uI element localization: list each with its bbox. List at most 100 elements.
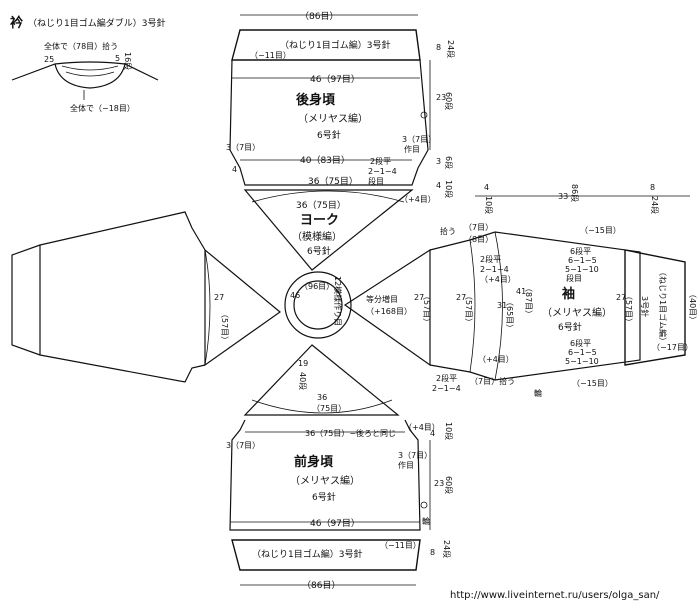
- front-width-bottom: （86目）: [302, 580, 340, 591]
- front-side-60: 60段: [444, 476, 454, 494]
- back-rib-8: 8: [436, 43, 441, 52]
- left-sleeve-seam: [204, 249, 211, 366]
- sleeve-cuff-27: 27: [616, 293, 626, 302]
- back-right-make: 作目: [404, 144, 420, 154]
- left-sleeve-section: [11, 211, 211, 383]
- front-title: 前身頃: [294, 454, 334, 470]
- sleeve-inc-top-2: 6−1−5: [568, 256, 597, 265]
- back-dim-3: 3: [436, 157, 441, 166]
- front-dim-4: 4: [430, 429, 435, 438]
- sleeve-rule-a3: （+4目）: [480, 275, 516, 284]
- collar-band-inner-2: [65, 71, 115, 77]
- sleeve-top-86: 86段: [570, 184, 580, 202]
- front-ring: 輪: [422, 516, 430, 526]
- front-dec-label: （−11目）: [380, 541, 421, 550]
- yoke-neck-inner: [293, 280, 343, 330]
- back-left-4: 4: [232, 165, 237, 174]
- front-needle: 6号針: [312, 491, 336, 503]
- sleeve-ring: 輪: [534, 388, 542, 398]
- yoke-section: 36（75目） ヨーク （模様編） 6号針 27 （57目） 等分増目 （+16…: [204, 189, 431, 416]
- back-body-section: （86目） （ねじり1目ゴム編）3号針 （−11目） 8 24段 46（97目）…: [226, 11, 456, 204]
- sleeve-inc-top-1: 6段平: [570, 246, 591, 256]
- sleeve-rule-b1: 2段平: [436, 373, 457, 383]
- collar-band-inner: [61, 65, 119, 71]
- front-marker: [420, 501, 428, 509]
- back-width-40: 40（83目）: [300, 155, 350, 166]
- front-left-3: 3（7目）: [226, 441, 260, 450]
- sleeve-w-65: （65目）: [505, 298, 514, 332]
- collar-title: 衿: [10, 15, 23, 31]
- back-right-3: 3（7目）: [402, 135, 436, 144]
- yoke-right-57: （57目）: [422, 292, 431, 326]
- sleeve-inc-top-4: 段目: [566, 273, 582, 283]
- back-side-23: 23: [436, 93, 446, 102]
- front-width-46: 46（97目）: [310, 518, 360, 529]
- yoke-left-57: （57目）: [220, 310, 229, 344]
- back-rib-24: 24段: [446, 40, 456, 58]
- yoke-right-note: 等分増目: [366, 294, 398, 304]
- yoke-top-curve: [251, 190, 405, 203]
- front-body-outline: [229, 419, 421, 531]
- back-marker: [420, 111, 428, 119]
- sleeve-w-57: （57目）: [464, 292, 473, 326]
- yoke-right-plus: （+168目）: [366, 307, 412, 316]
- sleeve-rule-b2: 2−1−4: [432, 384, 461, 393]
- front-width-36: 36（75目）−後ろと同じ: [305, 428, 396, 438]
- front-dim-10: 10段: [444, 422, 454, 440]
- yoke-left-27: 27: [214, 293, 224, 302]
- back-dec-label: （−11目）: [250, 51, 291, 60]
- yoke-needle: 6号針: [307, 245, 331, 257]
- front-rib-label: （ねじり1目ゴム編）3号針: [252, 548, 362, 560]
- sleeve-plus4-b: （+4目）: [478, 355, 514, 364]
- sleeve-cap-seam-2: [494, 231, 503, 381]
- sleeve-pick-bot: （7目）拾う: [470, 376, 515, 386]
- sleeve-dec-bot: （−15目）: [572, 379, 613, 388]
- sleeve-w-31: 31: [497, 301, 507, 310]
- sleeve-inc-top-3: 5−1−10: [565, 265, 599, 274]
- back-title: 後身頃: [296, 92, 336, 108]
- yoke-title: ヨーク: [300, 213, 339, 228]
- sleeve-cuff-rib: （ねじり1目ゴム編）: [658, 268, 668, 345]
- collar-left-num: 25: [44, 55, 54, 64]
- yoke-neck-12: 12模様作り目: [333, 276, 343, 326]
- sleeve-inc-bot-2: 6−1−5: [568, 348, 597, 357]
- watermark-url: http://www.liveinternet.ru/users/olga_sa…: [450, 590, 660, 601]
- sleeve-rule-a1: 2段平: [480, 254, 501, 264]
- sleeve-title: 袖: [562, 286, 575, 302]
- sleeve-w-27: 27: [456, 293, 466, 302]
- collar-bind-all: 全体で（−18目）: [70, 103, 135, 113]
- sleeve-w-87: （87目）: [524, 284, 533, 318]
- sleeve-needle: 6号針: [558, 321, 582, 333]
- yoke-left-wedge: [204, 248, 281, 367]
- sleeve-top-24: 24段: [650, 196, 660, 214]
- back-dim-10: 10段: [444, 180, 454, 198]
- sleeve-pick-top-2: （7目）: [464, 223, 493, 232]
- yoke-bottom-36: 36: [317, 393, 327, 402]
- collar-subtitle: （ねじり1目ゴム編ダブル）3号針: [28, 17, 165, 29]
- sleeve-cap-seam: [469, 239, 476, 373]
- front-plus4: （+4目）: [404, 423, 440, 432]
- sleeve-cuff-needle: 3号針: [640, 296, 650, 317]
- sleeve-inc-bot-3: 5−1−10: [565, 357, 599, 366]
- back-dec-rule-2: 2−1−4: [368, 167, 397, 176]
- sleeve-inc-bot-1: 6段平: [570, 338, 591, 348]
- back-needle: 6号針: [317, 129, 341, 141]
- right-sleeve-section: 4 10段 33 86段 8 24段 拾う （7目） （8目） （−15目） 2…: [429, 183, 697, 398]
- sleeve-cuff-57: （57目）: [624, 292, 633, 326]
- yoke-right-wedge: [343, 248, 431, 367]
- yoke-top-wedge: [243, 189, 414, 271]
- collar-band: [54, 63, 126, 89]
- sleeve-top-33: 33: [558, 192, 568, 201]
- yoke-bottom-curve: [251, 399, 393, 414]
- front-rib-8: 8: [430, 548, 435, 557]
- sleeve-outline: [429, 231, 641, 381]
- yoke-right-27: 27: [414, 293, 424, 302]
- sleeve-rule-a2: 2−1−4: [480, 265, 509, 274]
- collar-section: 衿 （ねじり1目ゴム編ダブル）3号針 全体で（78目）拾う 25 5 16段 全…: [10, 15, 165, 113]
- sleeve-pick-top-3: （8目）: [464, 235, 493, 244]
- sleeve-stitch: （メリヤス編）: [542, 306, 612, 319]
- sleeve-w-41: 41: [516, 287, 526, 296]
- back-width-36: 36（75目）: [308, 176, 358, 187]
- collar-pick-all: 全体で（78目）拾う: [44, 41, 118, 51]
- back-rib-label: （ねじり1目ゴム編）3号針: [280, 39, 390, 51]
